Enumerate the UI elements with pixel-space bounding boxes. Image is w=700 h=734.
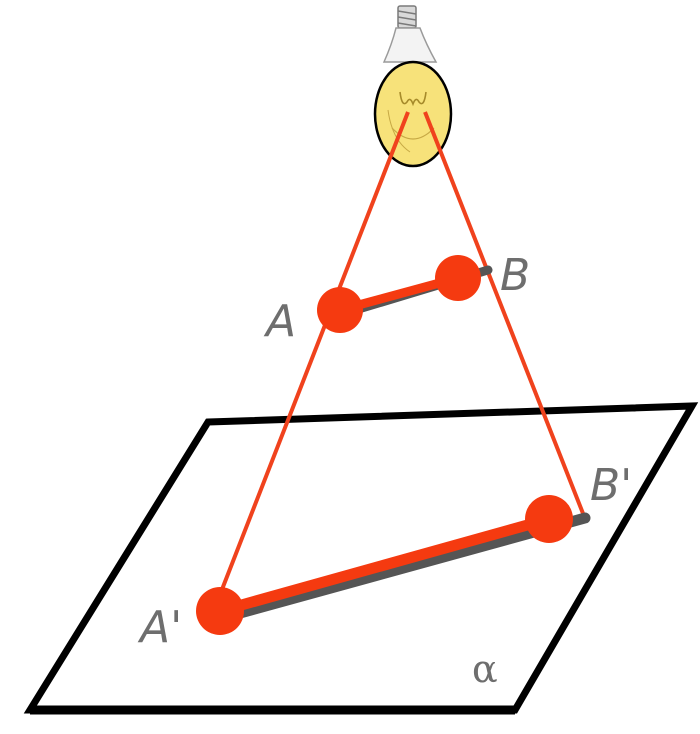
- ray-to-a-prime: [205, 111, 410, 629]
- plane-alpha: [23, 402, 699, 714]
- label-plane-alpha: α: [472, 647, 498, 691]
- label-b: B: [500, 250, 530, 301]
- bulb-glass: [373, 60, 453, 168]
- segment-a-prime-b-prime: [218, 513, 551, 617]
- point-a-dot: [317, 287, 363, 333]
- label-a-prime: A': [137, 602, 182, 653]
- light-bulb-icon: [373, 5, 453, 168]
- point-a-prime-dot: [196, 587, 244, 635]
- point-b-prime-dot: [525, 495, 573, 543]
- ray-to-b-prime: [423, 111, 586, 517]
- point-b-dot: [435, 255, 481, 301]
- segment-a-prime-b-prime-shadow: [216, 512, 591, 624]
- label-a: A: [263, 296, 296, 347]
- label-b-prime: B': [590, 460, 632, 511]
